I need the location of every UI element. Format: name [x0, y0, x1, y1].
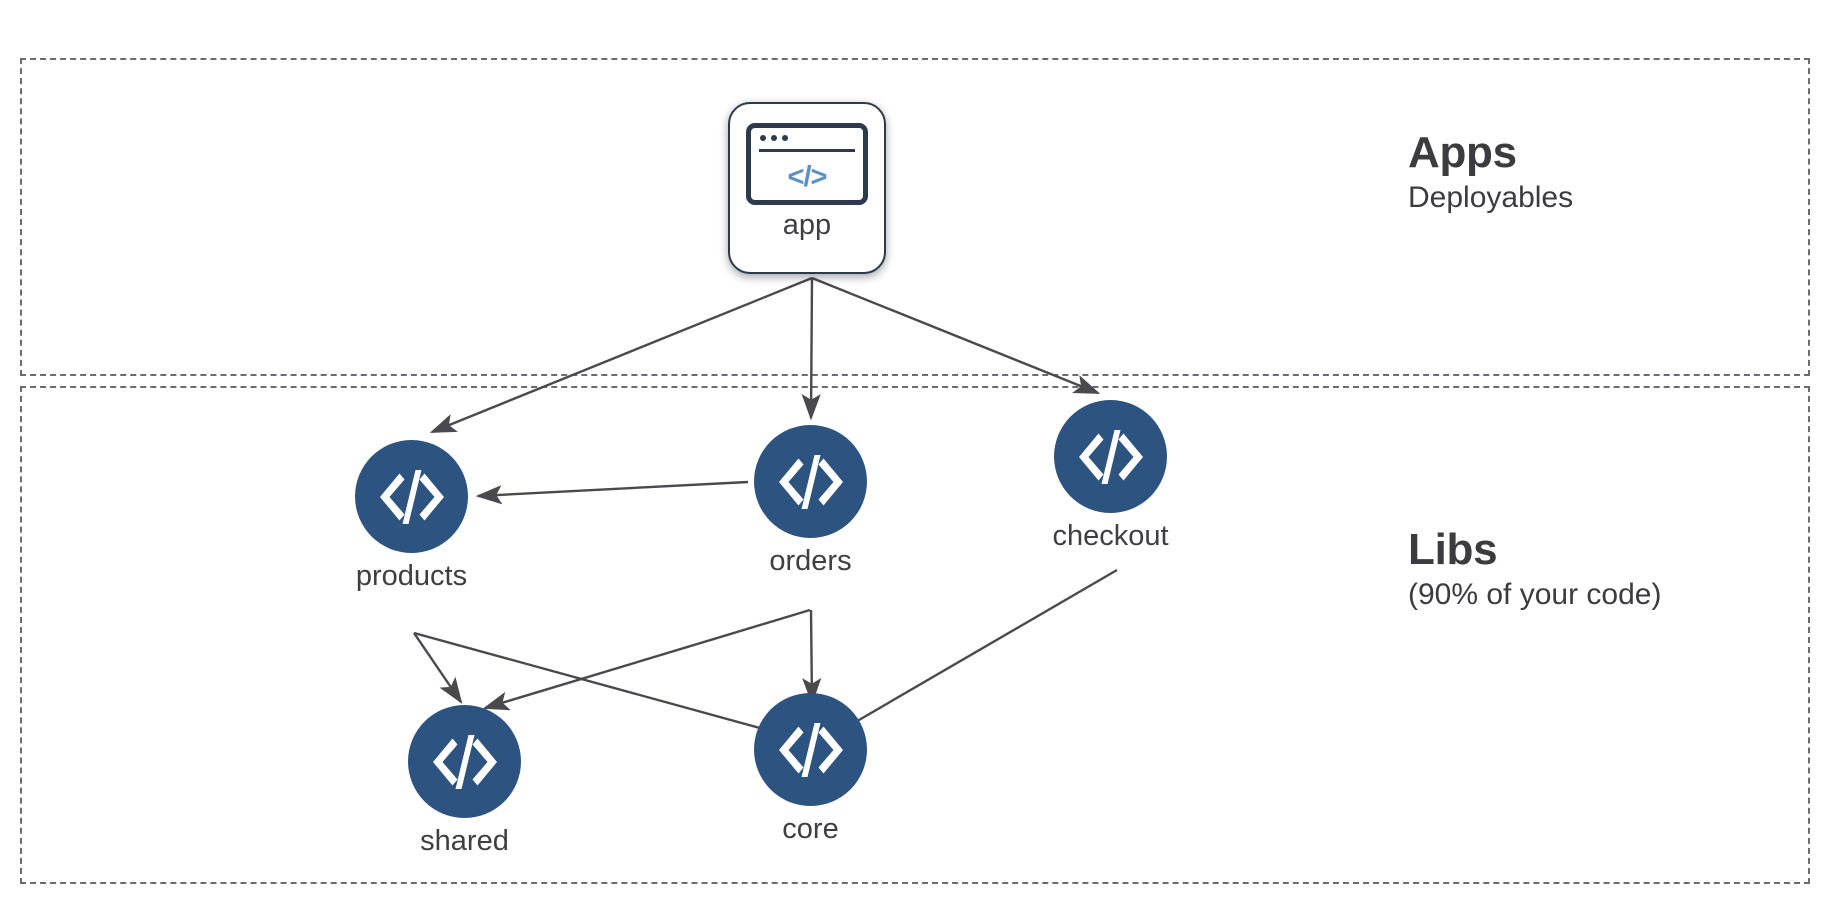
node-checkout-label: checkout — [1052, 520, 1169, 552]
zone-apps-subtitle: Deployables — [1408, 181, 1574, 215]
node-shared-label: shared — [420, 825, 509, 857]
zone-legend-apps: Apps Deployables — [1408, 128, 1573, 215]
zone-legend-libs: Libs (90% of your code) — [1408, 525, 1661, 612]
zone-apps-title: Apps — [1408, 128, 1517, 177]
zone-libs — [20, 386, 1810, 884]
node-core-label: core — [782, 813, 839, 845]
node-core[interactable]: core — [754, 693, 867, 846]
window-dots-icon — [760, 135, 788, 141]
node-checkout[interactable]: checkout — [1052, 400, 1169, 553]
zone-apps — [20, 58, 1810, 376]
zone-libs-title: Libs — [1408, 525, 1498, 574]
node-orders-label: orders — [769, 545, 852, 577]
node-app[interactable]: </> app — [728, 102, 886, 274]
code-brackets-icon — [408, 705, 521, 818]
code-window-icon: </> — [746, 123, 868, 205]
node-shared[interactable]: shared — [408, 705, 521, 858]
zone-libs-subtitle: (90% of your code) — [1408, 578, 1662, 612]
code-brackets-icon — [355, 440, 468, 553]
code-brackets-icon — [754, 693, 867, 806]
code-brackets-icon — [1054, 400, 1167, 513]
window-titlebar-rule — [759, 149, 855, 152]
code-glyph: </> — [787, 161, 828, 193]
node-products-label: products — [355, 560, 468, 592]
code-brackets-icon — [754, 425, 867, 538]
node-orders[interactable]: orders — [754, 425, 867, 578]
node-app-label: app — [782, 209, 832, 241]
node-products[interactable]: products — [355, 440, 468, 593]
